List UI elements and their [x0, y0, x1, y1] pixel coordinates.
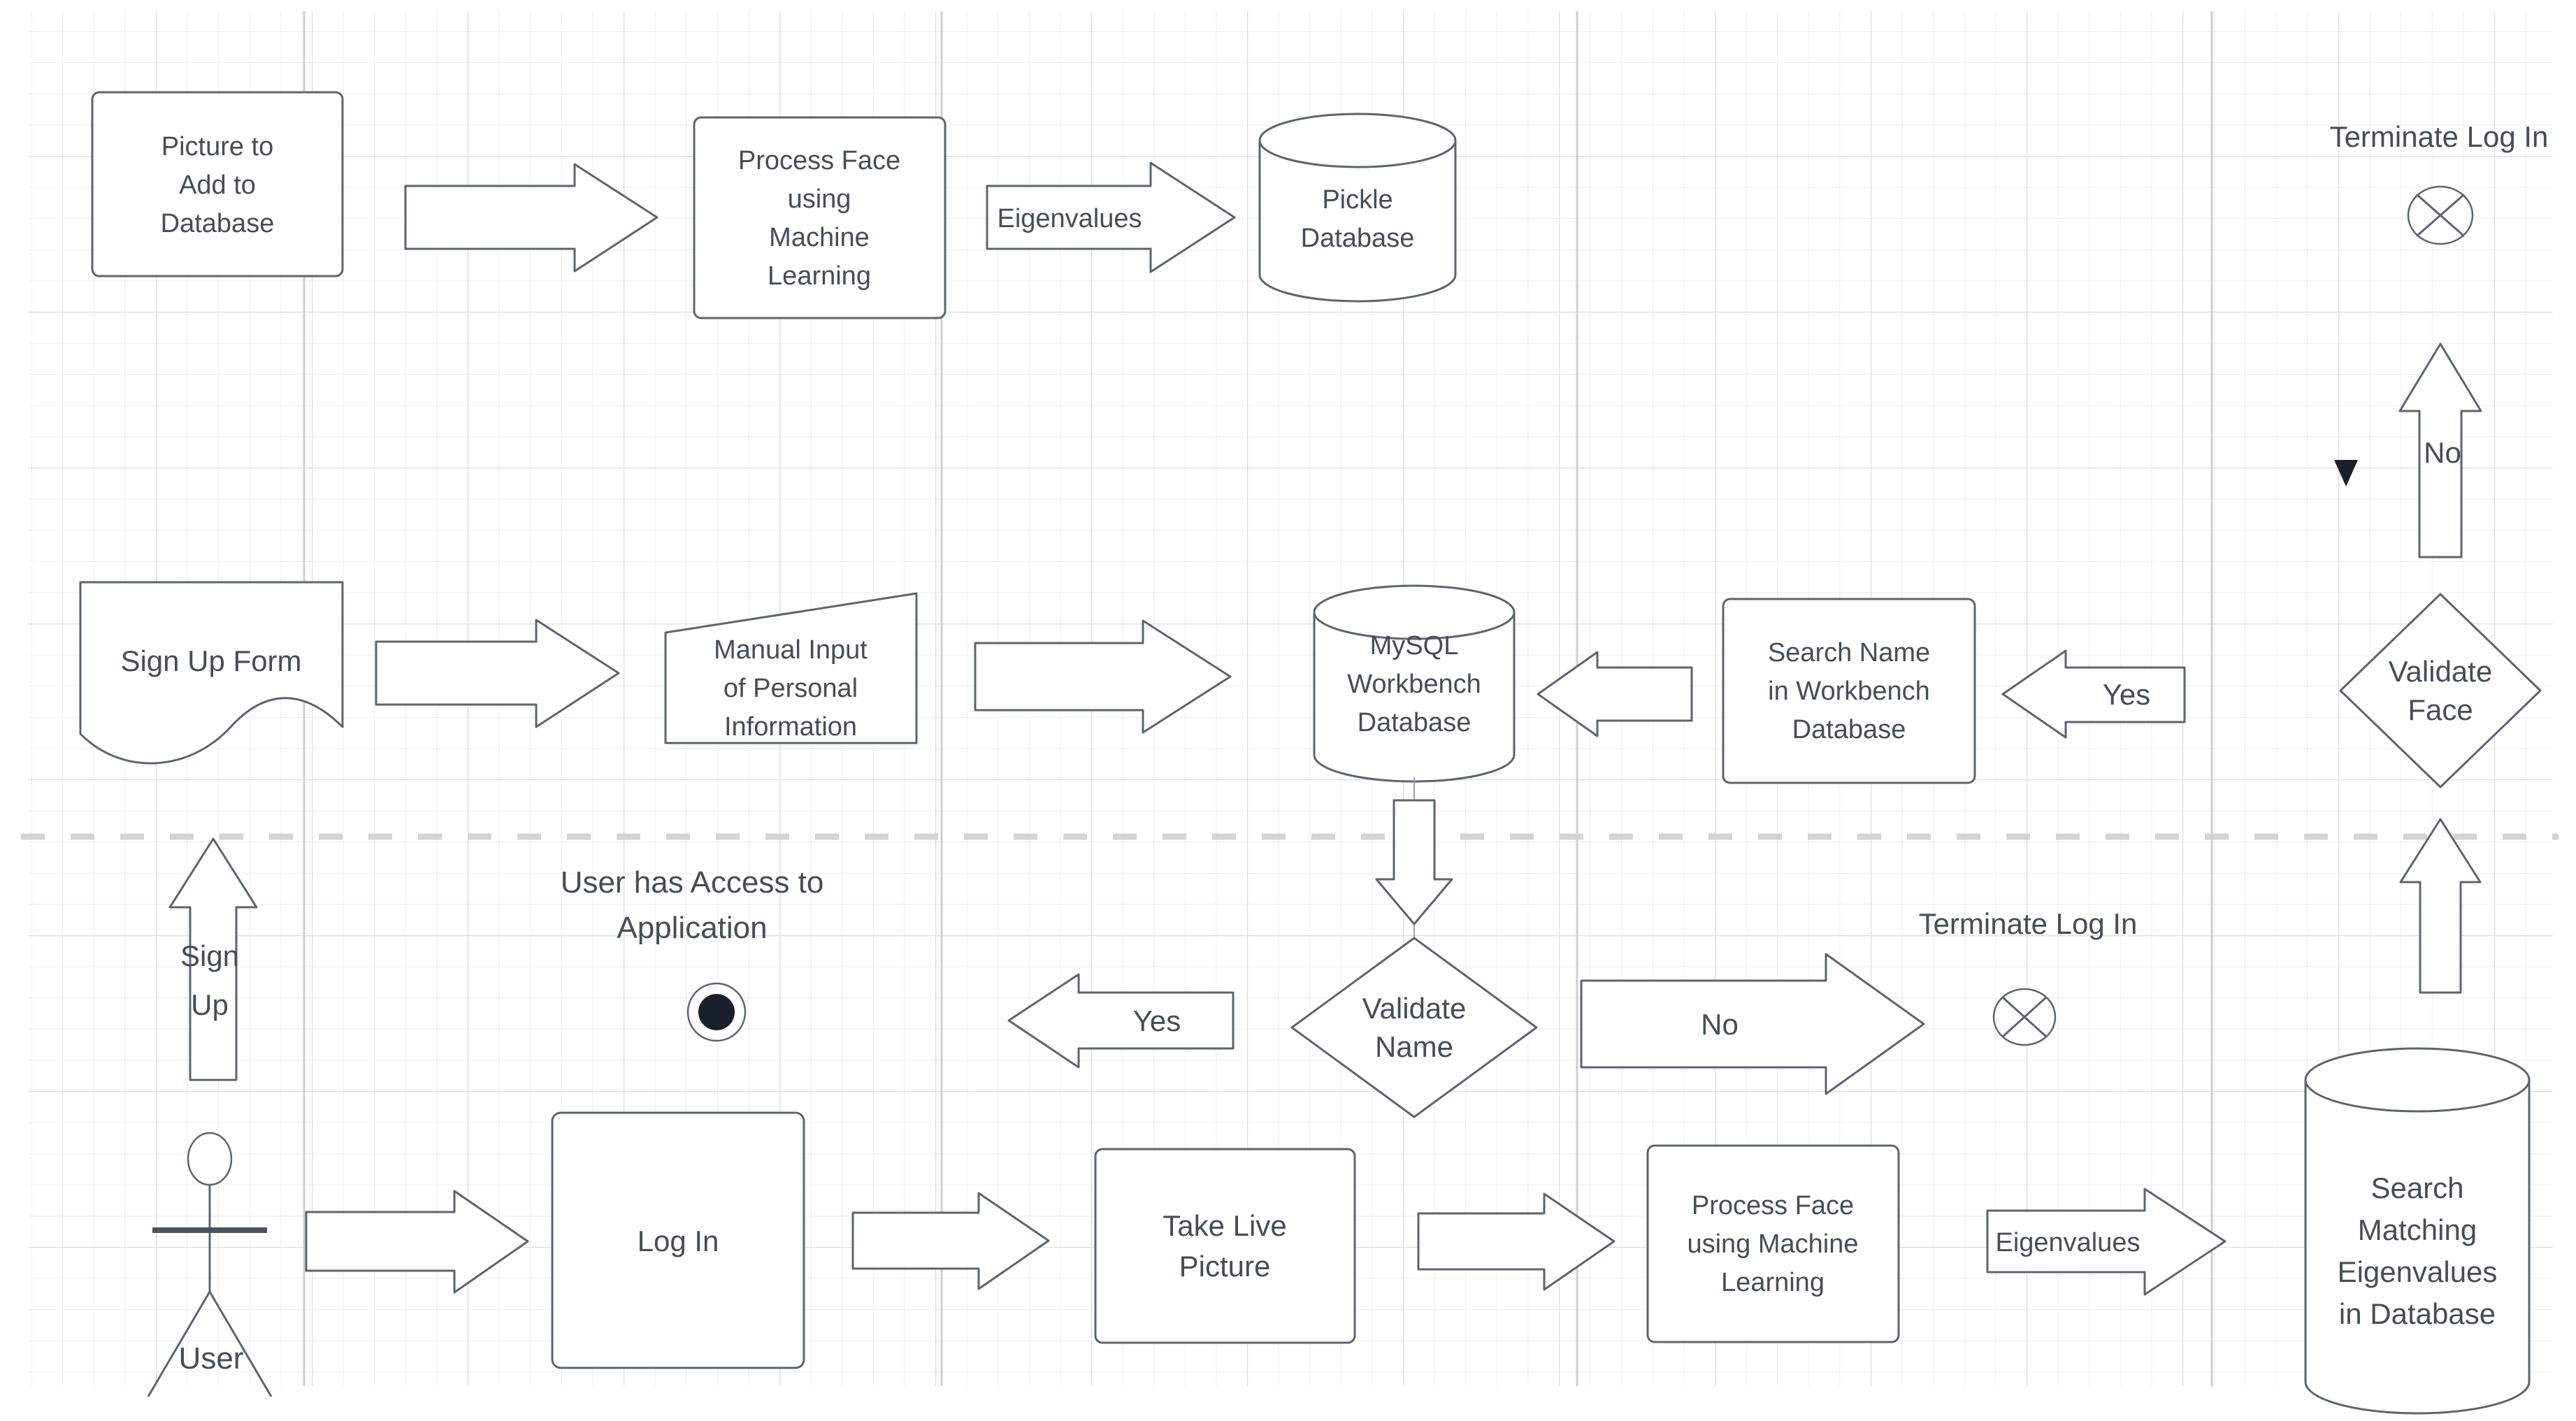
node-label: of Personal [724, 674, 858, 703]
edge-label: Yes [1133, 1004, 1181, 1037]
arrow-picture-to-process[interactable] [404, 163, 659, 273]
node-process-face-top[interactable]: Process Face using Machine Learning [693, 116, 947, 319]
user-label: User [179, 1341, 244, 1376]
node-label: Learning [768, 261, 871, 291]
edge-label: Eigenvalues [1995, 1228, 2140, 1257]
node-label: Search [2370, 1171, 2463, 1204]
edge-label: Yes [2103, 678, 2151, 711]
node-process-face-bottom[interactable]: Process Face using Machine Learning [1646, 1144, 1900, 1343]
arrow-signupform-to-manualinput[interactable] [375, 619, 620, 728]
arrow-manualinput-to-mysql[interactable] [974, 619, 1232, 734]
node-label: Matching [2358, 1213, 2477, 1246]
node-search-name[interactable]: Search Name in Workbench Database [1722, 598, 1976, 784]
arrow-mysql-down[interactable] [1375, 799, 1453, 925]
node-label: using Machine [1687, 1229, 1858, 1259]
terminate-mid-icon[interactable] [1992, 988, 2057, 1046]
arrow-eigenmatch-up[interactable] [2399, 818, 2482, 994]
node-search-matching-db[interactable]: Search Matching Eigenvalues in Database [2304, 1047, 2531, 1415]
user-access-label: Application [617, 911, 767, 945]
edge-label: Eigenvalues [997, 204, 1142, 233]
node-label: Take Live [1163, 1209, 1286, 1242]
node-label: Database [1301, 224, 1415, 253]
node-label: Database [161, 209, 275, 238]
final-state-node[interactable] [686, 982, 747, 1042]
edge-label: No [2424, 436, 2461, 469]
edge-label: Sign [180, 939, 239, 972]
node-label: Process Face [738, 146, 900, 175]
node-log-in[interactable]: Log In [551, 1111, 805, 1369]
node-picture-to-add[interactable]: Picture to Add to Database [91, 91, 344, 277]
edge-label: Up [191, 988, 229, 1021]
node-take-live-picture[interactable]: Take Live Picture [1094, 1148, 1356, 1344]
arrow-login-to-picture[interactable] [851, 1192, 1050, 1290]
node-label: using [788, 185, 851, 214]
node-label: Information [724, 712, 857, 742]
arrow-yes-mid[interactable]: Yes [2001, 649, 2186, 739]
node-label: Workbench [1347, 670, 1481, 699]
node-label: MySQL [1370, 631, 1459, 661]
arrow-user-to-login[interactable] [305, 1190, 529, 1294]
node-validate-name[interactable]: Validate Name [1290, 937, 1538, 1118]
node-label: Manual Input [714, 635, 868, 665]
node-label: Picture [1179, 1250, 1271, 1283]
node-label: Add to [179, 171, 256, 200]
arrow-no-bottom[interactable]: No [1580, 953, 1925, 1095]
arrow-picture-to-processface[interactable] [1417, 1192, 1616, 1291]
user-access-label: User has Access to [561, 865, 824, 900]
node-label: Database [1792, 715, 1906, 744]
node-label: Search Name [1768, 638, 1930, 668]
node-label: Validate [2389, 655, 2493, 688]
arrow-no-up[interactable]: No [2398, 342, 2482, 558]
arrow-yes-bottom[interactable]: Yes [1007, 973, 1235, 1069]
node-label: in Database [2339, 1297, 2496, 1330]
node-validate-face[interactable]: Validate Face [2339, 593, 2542, 788]
node-label: Sign Up Form [120, 644, 301, 677]
node-label: Learning [1721, 1268, 1825, 1297]
node-mysql-database[interactable]: MySQL Workbench Database [1313, 584, 1516, 783]
node-label: Face [2408, 693, 2473, 726]
node-label: Database [1358, 708, 1472, 737]
node-label: Name [1375, 1030, 1453, 1063]
terminate-top-icon[interactable] [2407, 185, 2474, 245]
node-label: Validate [1362, 992, 1467, 1025]
arrow-eigenvalues-bottom[interactable]: Eigenvalues [1986, 1188, 2226, 1296]
terminate-top-label: Terminate Log In [2330, 120, 2549, 153]
node-sign-up-form[interactable]: Sign Up Form [79, 581, 344, 765]
node-label: Log In [638, 1225, 719, 1257]
user-actor[interactable]: User [147, 1132, 273, 1397]
arrow-sign-up[interactable]: Sign Up [168, 837, 258, 1081]
terminate-mid-label: Terminate Log In [1919, 907, 2138, 940]
node-label: Picture to [161, 132, 274, 161]
edge-label: No [1701, 1008, 1739, 1041]
node-pickle-database[interactable]: Pickle Database [1258, 113, 1457, 303]
arrow-searchname-to-mysql[interactable] [1537, 651, 1693, 737]
cursor-triangle-icon [2334, 460, 2358, 486]
node-label: Machine [769, 223, 870, 252]
node-label: Process Face [1692, 1191, 1854, 1220]
node-label: Eigenvalues [2338, 1255, 2498, 1288]
node-manual-input[interactable]: Manual Input of Personal Information [664, 592, 918, 744]
node-label: in Workbench [1768, 677, 1930, 706]
node-label: Pickle [1322, 185, 1393, 215]
arrow-eigenvalues-top[interactable]: Eigenvalues [986, 161, 1236, 273]
